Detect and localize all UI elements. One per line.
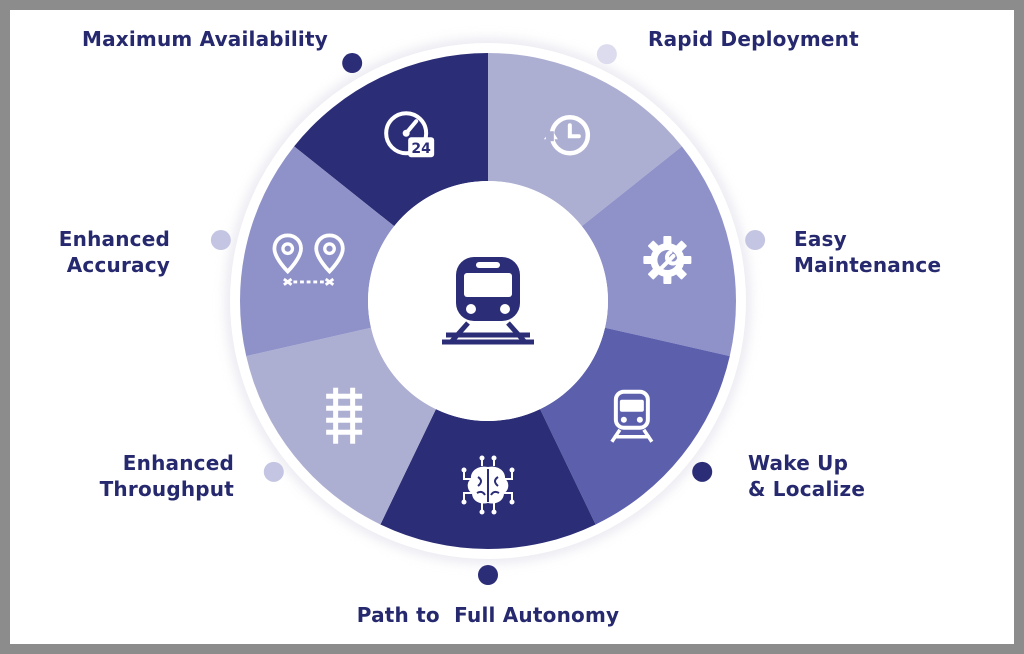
indicator-dot: [596, 44, 617, 65]
label-wake-up-localize: Wake Up & Localize: [748, 451, 866, 501]
feature-wheel: 24: [210, 39, 766, 585]
indicator-dot: [342, 53, 363, 74]
wheel-segment: [294, 52, 488, 227]
wheel-segment: [488, 53, 682, 227]
indicator-dot: [263, 461, 284, 482]
label-rapid-deployment: Rapid Deployment: [648, 27, 859, 51]
gear-wrench-icon: [641, 234, 694, 287]
indicator-dot: [745, 230, 766, 251]
wheel-segments: [239, 52, 736, 550]
indicator-dot: [210, 230, 231, 251]
diagram-frame: 24: [10, 10, 1014, 644]
label-easy-maintenance: Easy Maintenance: [794, 227, 942, 277]
label-path-to-full-autonomy: Path to Full Autonomy: [356, 603, 620, 627]
label-enhanced-throughput: Enhanced Throughput: [99, 451, 234, 501]
indicator-dot: [478, 565, 498, 585]
label-maximum-availability: Maximum Availability: [81, 27, 328, 51]
label-enhanced-accuracy: Enhanced Accuracy: [58, 227, 170, 277]
indicator-dot: [692, 461, 713, 482]
wheel-segment: [246, 327, 436, 525]
wheel-dots: [210, 44, 766, 585]
